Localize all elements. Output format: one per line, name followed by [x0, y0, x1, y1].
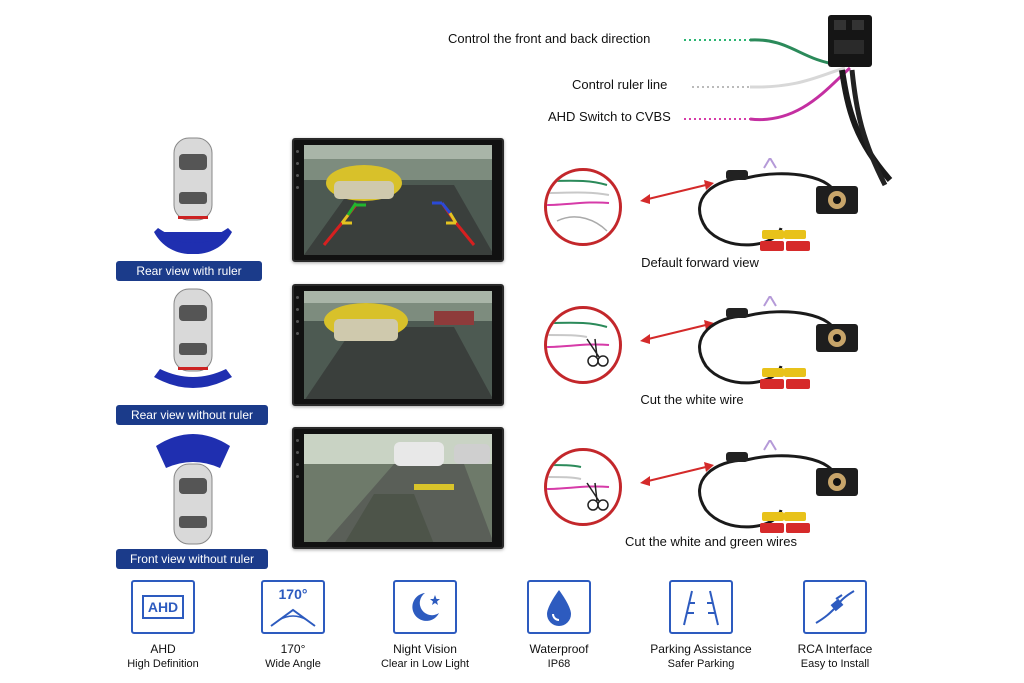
head-unit-screen-rear-ruler	[292, 138, 504, 262]
caption-cut-white: Cut the white wire	[640, 392, 744, 407]
camera-view-rear-ruler	[304, 145, 492, 255]
feature-title: AHD	[150, 642, 176, 656]
ahd-icon: AHD	[131, 580, 195, 634]
camera-harness-graphic-1	[698, 158, 858, 251]
caption-default-forward: Default forward view	[641, 255, 759, 270]
car-front-without-ruler-icon	[156, 434, 230, 545]
camera-harness-graphic-2	[698, 296, 858, 389]
mode-badge-rear-without-ruler: Rear view without ruler	[116, 405, 268, 425]
feature-parking-assistance: Parking Assistance Safer Parking	[636, 580, 766, 670]
feature-title: 170°	[280, 642, 306, 656]
feature-title: RCA Interface	[797, 642, 873, 656]
wire-label-ruler: Control ruler line	[572, 77, 668, 92]
feature-title: Waterproof	[529, 642, 589, 656]
wire-zoom-circle-cut-white-green	[544, 448, 622, 526]
feature-title: Night Vision	[393, 642, 457, 656]
feature-rca-interface: RCA Interface Easy to Install	[770, 580, 900, 670]
night-vision-icon	[393, 580, 457, 634]
head-unit-screen-rear-no-ruler	[292, 284, 504, 406]
caption-cut-white-green: Cut the white and green wires	[625, 534, 797, 549]
connector-wires-graphic	[684, 15, 893, 187]
mode-badge-front-without-ruler: Front view without ruler	[116, 549, 268, 569]
arrow-double-red-1	[640, 180, 714, 204]
mode-badge-rear-with-ruler: Rear view with ruler	[116, 261, 262, 281]
head-unit-screen-front	[292, 427, 504, 549]
camera-harness-graphic-3	[698, 440, 858, 533]
camera-view-rear-no-ruler	[304, 291, 492, 399]
camera-view-front	[304, 434, 492, 542]
feature-night-vision: Night Vision Clear in Low Light	[360, 580, 490, 670]
car-rear-without-ruler-icon	[154, 288, 232, 388]
arrow-double-red-3	[640, 462, 714, 486]
feature-title: Parking Assistance	[650, 642, 752, 656]
feature-subtitle: High Definition	[127, 658, 199, 670]
feature-subtitle: Easy to Install	[800, 658, 870, 670]
feature-wide-angle: 170° 170° Wide Angle	[228, 580, 358, 670]
wire-label-direction: Control the front and back direction	[448, 31, 651, 46]
wire-label-ahd-switch: AHD Switch to CVBS	[548, 109, 671, 124]
feature-subtitle: Clear in Low Light	[380, 658, 470, 670]
wire-zoom-circle-cut-white	[544, 306, 622, 384]
car-rear-with-ruler-icon	[154, 137, 232, 254]
arrow-double-red-2	[640, 320, 714, 344]
feature-ahd: AHD AHD High Definition	[98, 580, 228, 670]
wide-angle-icon: 170°	[261, 580, 325, 634]
rca-interface-icon	[803, 580, 867, 634]
parking-assistance-icon	[669, 580, 733, 634]
wire-zoom-circle-default	[544, 168, 622, 246]
feature-subtitle: Safer Parking	[667, 658, 735, 670]
feature-subtitle: IP68	[547, 658, 571, 670]
feature-waterproof: Waterproof IP68	[494, 580, 624, 670]
waterproof-icon	[527, 580, 591, 634]
feature-subtitle: Wide Angle	[265, 658, 321, 670]
